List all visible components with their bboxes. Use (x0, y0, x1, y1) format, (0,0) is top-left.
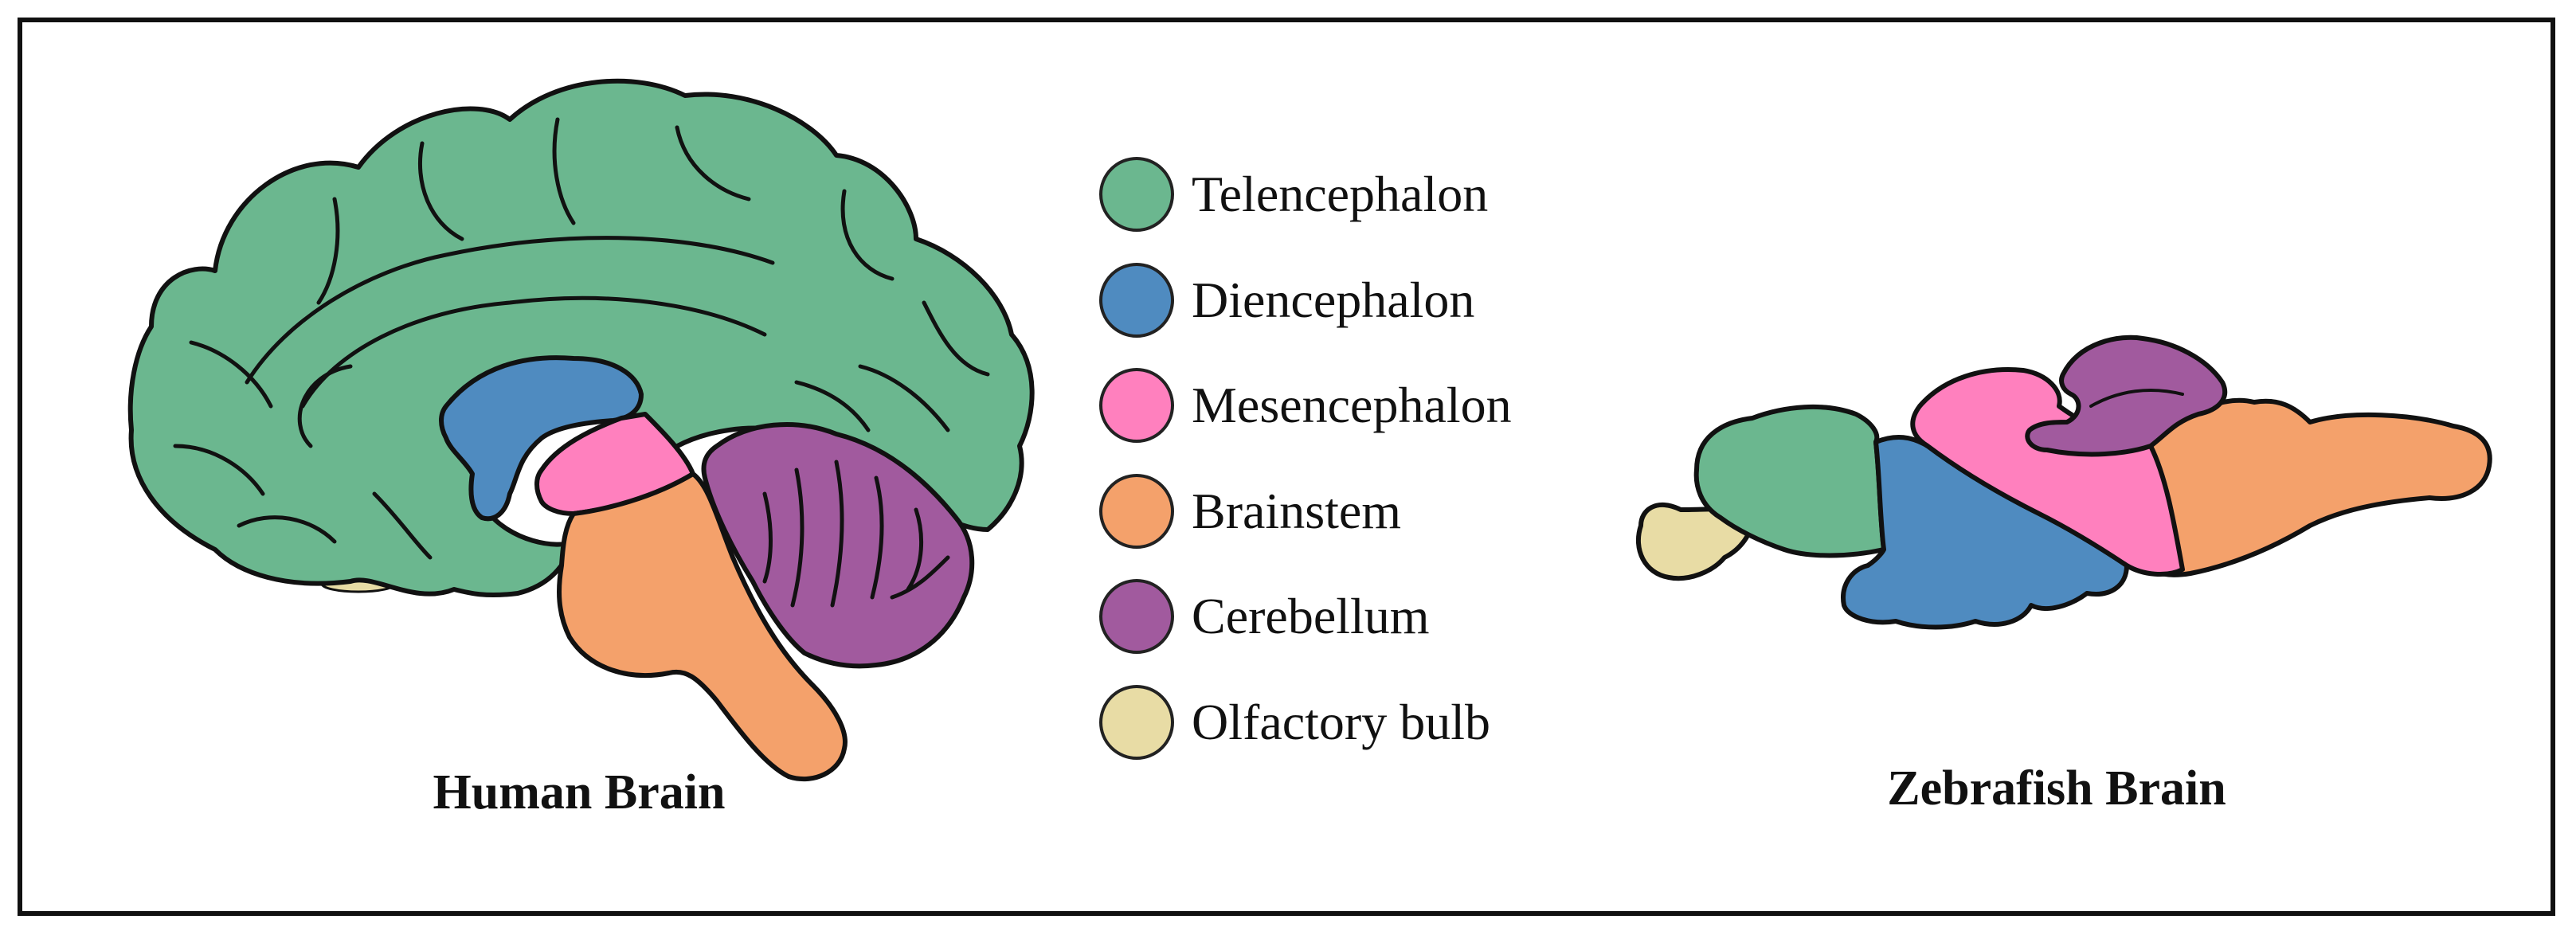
legend-label: Diencephalon (1192, 271, 1475, 328)
legend-item-diencephalon: Diencephalon (1099, 248, 1512, 354)
legend-swatch-mesencephalon (1099, 368, 1174, 444)
human-cerebellum (701, 422, 975, 669)
legend-swatch-telencephalon (1099, 157, 1174, 233)
legend-swatch-brainstem (1099, 473, 1174, 549)
legend-label: Cerebellum (1192, 588, 1430, 645)
zebrafish-mesencephalon (1910, 367, 2185, 577)
zebrafish-cerebellum (2025, 334, 2228, 457)
human-brain (127, 78, 1035, 782)
legend-swatch-olfactory-bulb (1099, 684, 1174, 760)
legend-item-cerebellum: Cerebellum (1099, 564, 1512, 670)
legend-item-brainstem: Brainstem (1099, 459, 1512, 565)
zebrafish-brainstem (2135, 397, 2492, 577)
legend-label: Olfactory bulb (1192, 693, 1490, 750)
legend-label: Mesencephalon (1192, 377, 1512, 434)
legend-swatch-cerebellum (1099, 579, 1174, 655)
zebrafish-brain (1635, 334, 2492, 630)
human-brainstem (557, 471, 848, 782)
human-diencephalon (439, 355, 644, 522)
caption-zebrafish-brain: Zebrafish Brain (1887, 761, 2226, 816)
legend-item-telencephalon: Telencephalon (1099, 142, 1512, 248)
legend-label: Brainstem (1192, 482, 1402, 539)
legend-label: Telencephalon (1192, 166, 1489, 223)
legend-item-olfactory-bulb: Olfactory bulb (1099, 670, 1512, 776)
caption-human-brain: Human Brain (433, 765, 726, 820)
legend-swatch-diencephalon (1099, 262, 1174, 338)
legend: Telencephalon Diencephalon Mesencephalon… (1099, 142, 1512, 775)
legend-item-mesencephalon: Mesencephalon (1099, 353, 1512, 459)
